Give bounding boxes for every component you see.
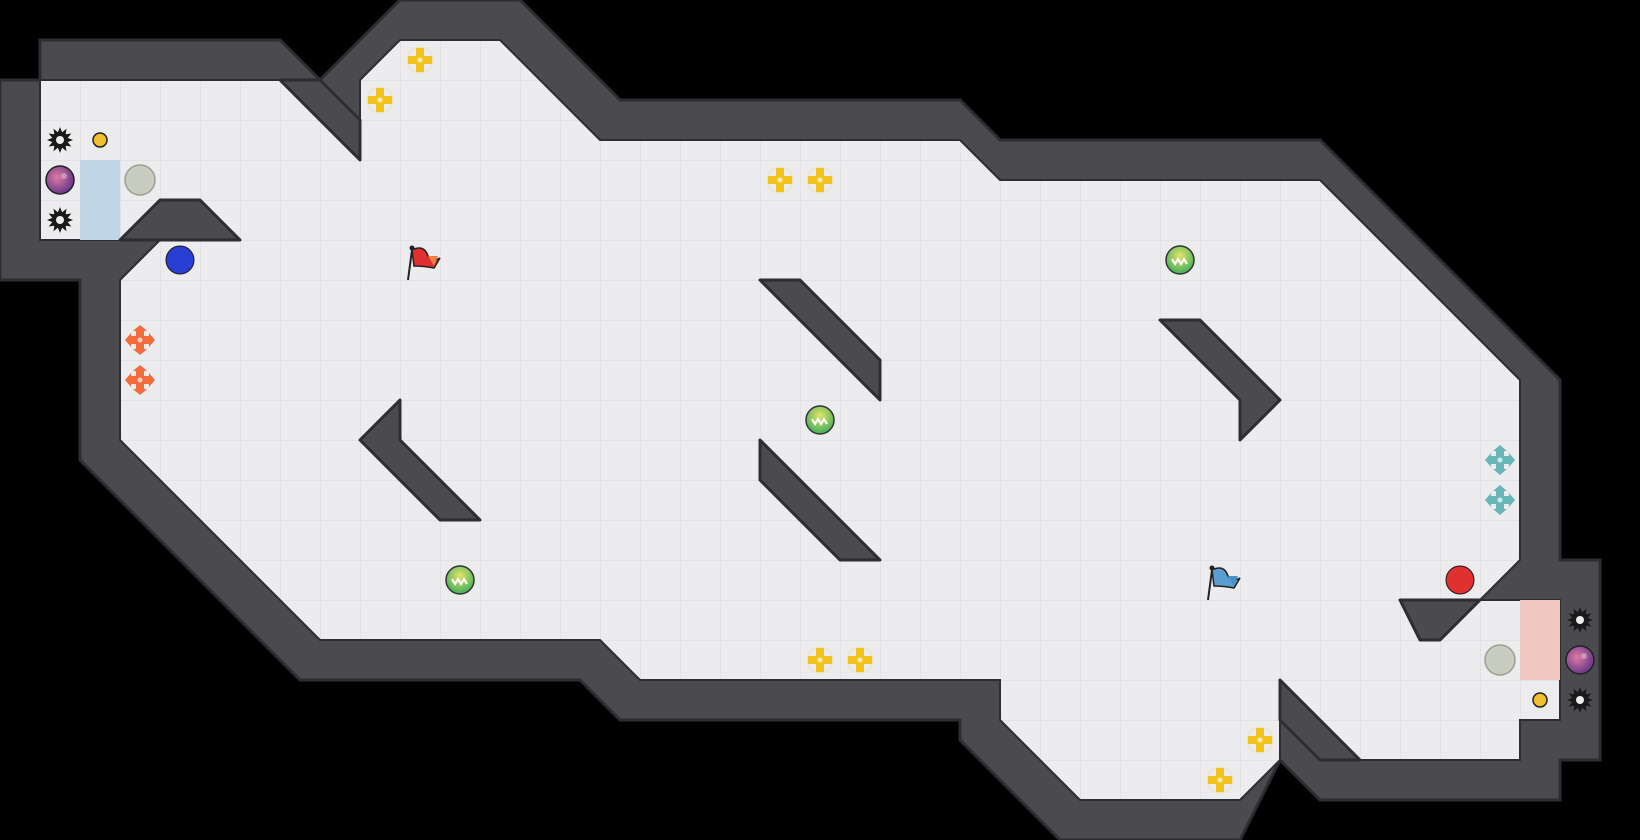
- inner-wall-top-left-v: [278, 78, 362, 162]
- inner-wall-red-base-notch: [1398, 598, 1482, 642]
- red-gate-icon: [125, 325, 155, 355]
- floor: [39, 39, 1561, 801]
- spike-icon: [47, 207, 73, 233]
- spike-icon: [1567, 687, 1593, 713]
- boost-icon: [1246, 726, 1274, 754]
- blue-flag-icon: [1207, 565, 1241, 601]
- inner-walls: [118, 78, 1482, 762]
- boost-icon: [366, 86, 394, 114]
- blue-base-zone: [80, 160, 120, 240]
- spike-icon: [1567, 607, 1593, 633]
- red-gate-icon: [125, 365, 155, 395]
- inner-wall-bottom-right-v: [1278, 678, 1362, 762]
- red-ball-icon[interactable]: [1445, 565, 1475, 595]
- powerup-icon: [445, 565, 475, 595]
- boost-icon: [846, 646, 874, 674]
- red-flag-icon: [407, 245, 441, 281]
- inner-wall-top-left-notch: [118, 198, 242, 242]
- boost-icon: [806, 166, 834, 194]
- inner-wall-diag-left: [358, 398, 482, 522]
- red-base-zone: [1520, 600, 1560, 680]
- inner-wall-diag-center-top: [758, 278, 882, 402]
- portal-icon: [1484, 644, 1516, 676]
- boost-icon: [1206, 766, 1234, 794]
- blue-gate-icon: [1485, 485, 1515, 515]
- powerup-icon: [1165, 245, 1195, 275]
- boost-icon: [406, 46, 434, 74]
- bomb-icon: [1565, 645, 1595, 675]
- portal-icon: [124, 164, 156, 196]
- boost-icon: [766, 166, 794, 194]
- button-icon: [1532, 692, 1548, 708]
- entities-layer: [45, 46, 1595, 794]
- powerup-icon: [805, 405, 835, 435]
- blue-gate-icon: [1485, 445, 1515, 475]
- boost-icon: [806, 646, 834, 674]
- floor-area: [39, 39, 1561, 801]
- blue-ball-icon[interactable]: [165, 245, 195, 275]
- bomb-icon: [45, 165, 75, 195]
- spike-icon: [47, 127, 73, 153]
- inner-wall-diag-right: [1158, 318, 1282, 442]
- button-icon: [92, 132, 108, 148]
- inner-wall-diag-center-bottom: [758, 438, 882, 562]
